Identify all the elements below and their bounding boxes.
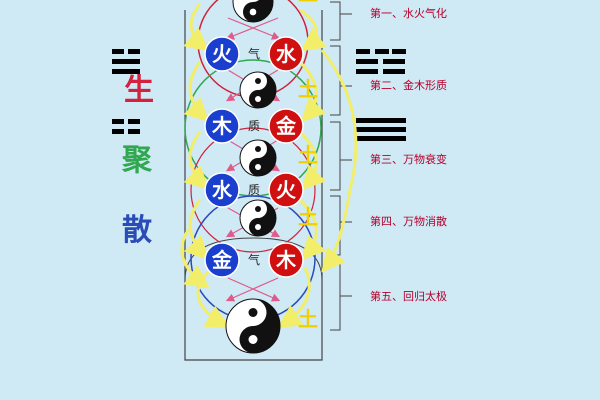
element-circle-right bbox=[268, 242, 304, 278]
element-char-right: 金 bbox=[275, 114, 297, 138]
vertical-char-ju: 聚 bbox=[121, 143, 153, 178]
flow-arrows bbox=[180, 3, 358, 329]
element-char-left: 火 bbox=[212, 42, 233, 66]
element-circle-left bbox=[204, 172, 240, 208]
earth-char: 土 bbox=[298, 307, 318, 331]
stage-label: 第一、水火气化 bbox=[370, 6, 447, 20]
vertical-char-san: 散 bbox=[122, 213, 152, 248]
element-circle-right bbox=[268, 108, 304, 144]
element-pair: 水火质 bbox=[204, 172, 304, 208]
element-pair: 木金质 bbox=[204, 108, 304, 144]
stage-label: 第三、万物衰变 bbox=[370, 152, 447, 166]
yin-yang-icon bbox=[239, 71, 277, 109]
stage-brackets bbox=[330, 1, 352, 331]
element-char-right: 木 bbox=[275, 248, 297, 272]
earth-char: 土 bbox=[298, 77, 318, 101]
vertical-char-sheng: 生 bbox=[124, 73, 154, 108]
yin-yang-icon bbox=[232, 0, 274, 23]
yin-yang-icon bbox=[239, 199, 277, 237]
element-char-left: 金 bbox=[211, 248, 233, 272]
element-circle-right bbox=[268, 172, 304, 208]
element-char-right: 火 bbox=[276, 178, 297, 202]
earth-markers: 土土土土土 bbox=[298, 0, 318, 331]
earth-char: 土 bbox=[298, 143, 318, 167]
element-mid-char: 气 bbox=[248, 46, 260, 61]
element-circle-left bbox=[204, 36, 240, 72]
trigram-top-left bbox=[112, 49, 140, 74]
element-circle-right bbox=[268, 36, 304, 72]
trigram-mid-left bbox=[112, 119, 140, 134]
element-mid-char: 质 bbox=[248, 119, 260, 133]
element-pair: 火水气 bbox=[204, 36, 304, 72]
element-char-left: 水 bbox=[212, 178, 233, 202]
stage-label: 第二、金木形质 bbox=[370, 78, 447, 92]
stage-label: 第五、回归太极 bbox=[370, 289, 447, 303]
element-pair: 金 木气 bbox=[204, 242, 304, 278]
yin-yang-icon bbox=[225, 298, 281, 354]
element-char-left: 木 bbox=[211, 114, 233, 138]
trigram-mid-right bbox=[356, 118, 406, 141]
yin-yang-icon bbox=[239, 139, 277, 177]
trigram-top-right bbox=[356, 49, 406, 74]
earth-char: 土 bbox=[298, 205, 318, 229]
element-mid-char: 气 bbox=[248, 252, 260, 267]
earth-char: 土 bbox=[298, 0, 318, 5]
stage-label: 第四、万物消散 bbox=[370, 214, 447, 228]
element-mid-char: 质 bbox=[248, 183, 260, 197]
element-pairs: 火水气木金质水火质金木气 bbox=[204, 36, 304, 278]
yin-yang-symbols bbox=[225, 0, 281, 354]
element-circle-left bbox=[204, 108, 240, 144]
element-circle-left bbox=[204, 242, 240, 278]
element-char-right: 水 bbox=[276, 42, 297, 66]
